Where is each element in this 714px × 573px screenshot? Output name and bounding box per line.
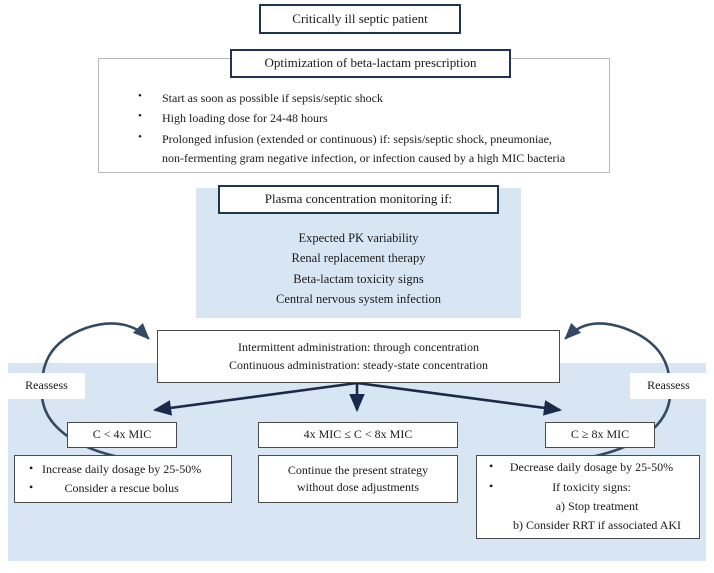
node-action-high[interactable]: Decrease daily dosage by 25-50% If toxic… [476, 455, 700, 539]
node-branch-high[interactable]: C ≥ 8x MIC [545, 422, 655, 448]
list-item-line2: non-fermenting gram negative infection, … [162, 151, 566, 166]
list-item: High loading dose for 24-48 hours [118, 108, 600, 128]
node-plasma-monitoring-title[interactable]: Plasma concentration monitoring if: [218, 185, 499, 214]
monitoring-criteria-list: Expected PK variability Renal replacemen… [206, 228, 511, 309]
list-item: Renal replacement therapy [291, 251, 426, 266]
node-optimization-title[interactable]: Optimization of beta-lactam prescription [230, 49, 511, 78]
node-branch-mid[interactable]: 4x MIC ≤ C < 8x MIC [258, 422, 458, 448]
reassess-right-label: Reassess [647, 378, 690, 393]
node-administration-monitoring[interactable]: Intermittent administration: through con… [157, 330, 560, 383]
branch-high-label: C ≥ 8x MIC [570, 427, 630, 442]
label-reassess-left: Reassess [8, 373, 85, 399]
node-branch-low[interactable]: C < 4x MIC [67, 422, 177, 448]
branch-low-label: C < 4x MIC [92, 427, 152, 442]
reassess-left-label: Reassess [25, 378, 68, 393]
list-item: Prolonged infusion (extended or continuo… [118, 129, 600, 169]
node-plasma-monitoring-label: Plasma concentration monitoring if: [264, 191, 453, 207]
action-high-list: Decrease daily dosage by 25-50% If toxic… [477, 457, 682, 536]
list-item: a) Stop treatment [555, 499, 639, 513]
action-mid-line-2: without dose adjustments [297, 480, 419, 494]
node-top-label: Critically ill septic patient [292, 10, 428, 26]
list-item: Start as soon as possible if sepsis/sept… [118, 88, 600, 108]
administration-line-1: Intermittent administration: through con… [238, 340, 479, 355]
node-action-mid[interactable]: Continue the present strategy without do… [258, 455, 458, 503]
administration-line-2: Continuous administration: steady-state … [229, 357, 488, 372]
branch-mid-label: 4x MIC ≤ C < 8x MIC [303, 427, 413, 442]
list-item: Increase daily dosage by 25-50% [27, 459, 201, 479]
node-critically-ill-septic-patient[interactable]: Critically ill septic patient [259, 4, 461, 34]
label-reassess-right: Reassess [630, 373, 707, 399]
node-action-low[interactable]: Increase daily dosage by 25-50% Consider… [14, 455, 232, 503]
list-item: Decrease daily dosage by 25-50% [487, 457, 681, 477]
list-item: If toxicity signs: [487, 477, 681, 497]
list-item: Expected PK variability [298, 231, 419, 245]
list-item: b) Consider RRT if associated AKI [513, 518, 682, 533]
list-item-line1: Prolonged infusion (extended or continuo… [162, 131, 552, 146]
optimization-bullet-list: Start as soon as possible if sepsis/sept… [118, 88, 600, 170]
list-item: Beta-lactam toxicity signs [293, 271, 424, 286]
node-optimization-label: Optimization of beta-lactam prescription [264, 55, 477, 71]
action-low-list: Increase daily dosage by 25-50% Consider… [15, 459, 201, 499]
list-item: Consider a rescue bolus [27, 478, 201, 498]
list-item: Central nervous system infection [276, 291, 441, 306]
action-mid-line-1: Continue the present strategy [287, 462, 429, 477]
